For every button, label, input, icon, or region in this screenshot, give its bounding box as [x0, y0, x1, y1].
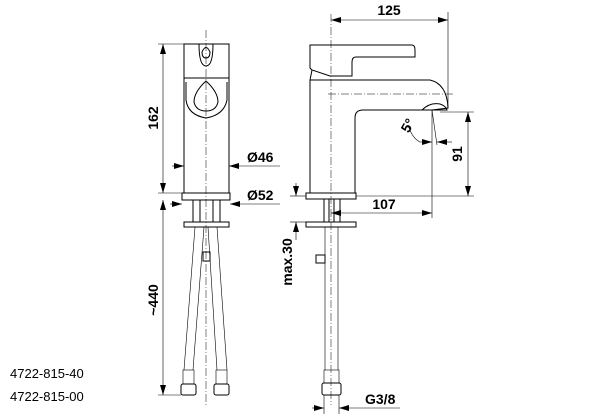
product-code: 4722-815-40	[10, 366, 84, 381]
dim-angle-5: 5°	[397, 116, 418, 136]
side-lever	[309, 44, 416, 77]
side-nut	[321, 382, 342, 396]
front-hose-fitting	[202, 251, 211, 262]
front-cap	[183, 43, 230, 79]
dim-162: 162	[145, 106, 161, 130]
front-cap-hole	[201, 47, 211, 59]
front-view: 162 Ø46 Ø52 ~440	[145, 30, 280, 405]
side-view: 125 107 91 5° max.30 G3/8	[279, 2, 474, 414]
side-hose	[324, 227, 339, 370]
front-handle-window	[185, 82, 228, 119]
front-nut-left	[180, 383, 197, 396]
side-body-spout	[309, 79, 449, 193]
front-handle-drop	[193, 80, 219, 112]
side-aerator	[420, 103, 448, 111]
front-ferrule-right	[215, 369, 228, 385]
dim-g38: G3/8	[365, 391, 396, 407]
front-hose-right	[207, 226, 228, 371]
dim-440: ~440	[145, 284, 161, 316]
front-stud-right	[212, 199, 221, 223]
front-stud-left	[192, 199, 201, 223]
dim-diameter-46: Ø46	[247, 149, 274, 165]
front-nut-right	[213, 383, 230, 396]
product-code: 4722-815-00	[10, 389, 84, 404]
front-hose-left	[183, 226, 205, 371]
dim-max-30: max.30	[279, 238, 295, 286]
dim-91: 91	[449, 146, 465, 162]
dim-diameter-52: Ø52	[247, 187, 274, 203]
front-cap-recess	[198, 43, 214, 67]
front-ferrule-left	[182, 369, 195, 385]
side-fixing-plate	[305, 221, 357, 228]
side-hose-fitting	[315, 254, 326, 264]
dim-107: 107	[372, 196, 396, 212]
front-base-plate	[181, 192, 231, 201]
front-fixing-plate	[183, 221, 230, 228]
dim-125: 125	[377, 2, 401, 18]
front-body	[183, 77, 230, 194]
